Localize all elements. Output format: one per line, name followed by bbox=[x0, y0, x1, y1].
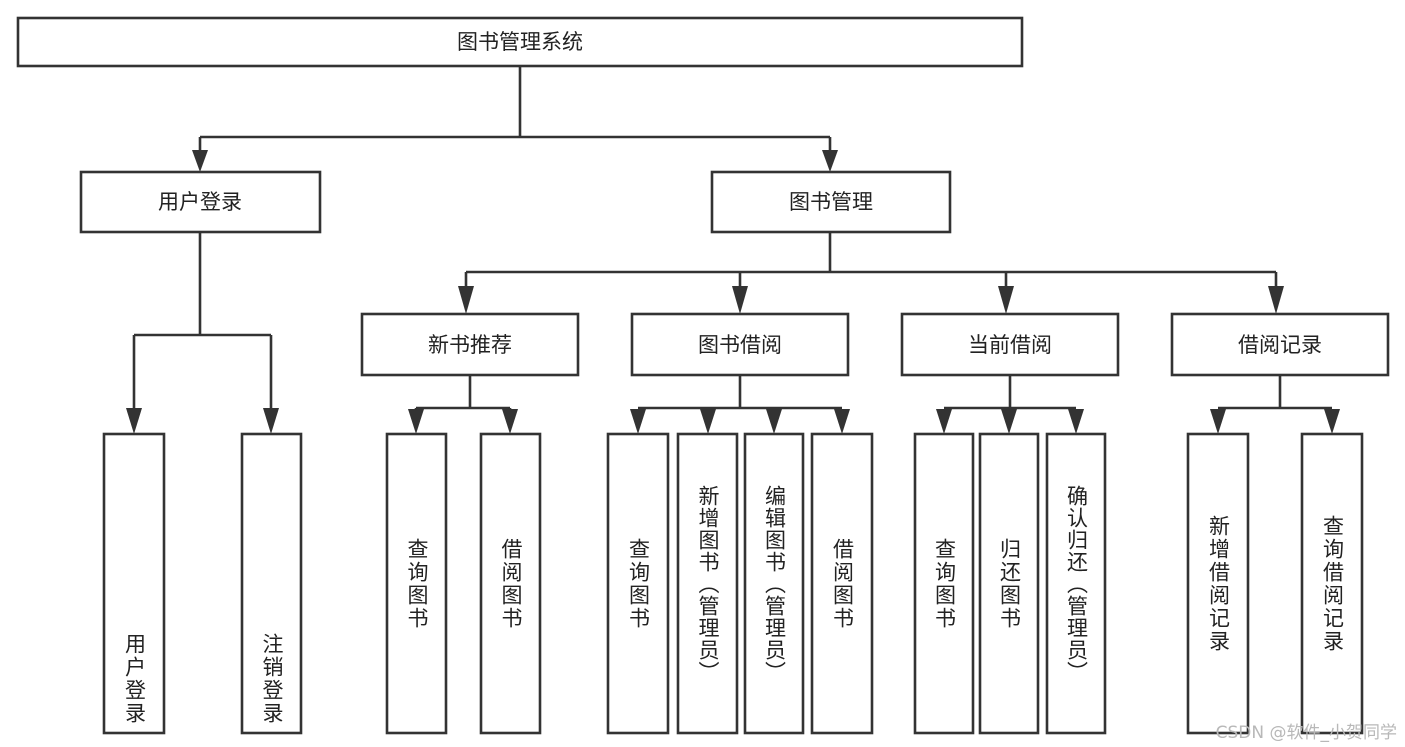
arrow-userlogin-to-leaf2 bbox=[263, 408, 279, 434]
node-book-borrow[interactable]: 图书借阅 bbox=[630, 312, 850, 377]
arrow-current-to-leaf1 bbox=[936, 409, 952, 434]
arrow-current-to-leaf2 bbox=[1001, 409, 1017, 434]
node-leaf-borrow-book-2-box[interactable] bbox=[810, 432, 874, 735]
arrow-userlogin-to-leaf1 bbox=[126, 408, 142, 434]
arrow-root-to-book-manage bbox=[822, 150, 838, 172]
node-borrow-record-box[interactable] bbox=[1170, 312, 1390, 377]
node-book-manage[interactable]: 图书管理 bbox=[710, 170, 952, 234]
node-current-borrow[interactable]: 当前借阅 bbox=[900, 312, 1120, 377]
node-borrow-record[interactable]: 借阅记录 bbox=[1170, 312, 1390, 377]
node-user-login[interactable]: 用户登录 bbox=[79, 170, 322, 234]
node-book-borrow-label: 图书借阅 bbox=[698, 333, 782, 357]
node-leaf-edit-book-box[interactable] bbox=[743, 432, 805, 735]
node-leaf-query-book-2-box[interactable] bbox=[606, 432, 670, 735]
node-borrow-record-label: 借阅记录 bbox=[1238, 333, 1322, 357]
node-leaf-add-book-box[interactable] bbox=[676, 432, 739, 735]
connector-layer bbox=[126, 66, 1340, 434]
node-current-borrow-box[interactable] bbox=[900, 312, 1120, 377]
arrow-bookmanage-to-borrow bbox=[732, 286, 748, 314]
node-new-book-recommend-box[interactable] bbox=[360, 312, 580, 377]
node-leaf-query-book-3-box[interactable] bbox=[913, 432, 975, 735]
node-leaf-user-login-box[interactable] bbox=[102, 432, 166, 735]
node-leaf-add-record-box[interactable] bbox=[1186, 432, 1250, 735]
node-book-borrow-box[interactable] bbox=[630, 312, 850, 377]
node-leaf-confirm-return-box[interactable] bbox=[1045, 432, 1107, 735]
node-layer: 图书管理系统 用户登录 图书管理 新书推荐 图书借阅 当前 bbox=[16, 16, 1390, 735]
node-root-box[interactable] bbox=[16, 16, 1024, 68]
node-current-borrow-label: 当前借阅 bbox=[968, 333, 1052, 357]
arrow-current-to-leaf3 bbox=[1068, 409, 1084, 434]
arrow-borrow-to-leaf3 bbox=[766, 409, 782, 434]
arrow-root-to-user-login bbox=[192, 150, 208, 172]
arrow-recommend-to-leaf2 bbox=[502, 409, 518, 434]
arrow-borrow-to-leaf1 bbox=[630, 409, 646, 434]
node-book-manage-box[interactable] bbox=[710, 170, 952, 234]
node-user-login-label: 用户登录 bbox=[158, 190, 242, 214]
node-leaf-return-book-box[interactable] bbox=[978, 432, 1040, 735]
node-new-book-recommend-label: 新书推荐 bbox=[428, 333, 512, 357]
node-book-manage-label: 图书管理 bbox=[789, 190, 873, 214]
arrow-bookmanage-to-record bbox=[1268, 286, 1284, 314]
node-leaf-query-book-1-box[interactable] bbox=[385, 432, 448, 735]
node-leaf-user-logout-box[interactable] bbox=[240, 432, 303, 735]
arrow-bookmanage-to-recommend bbox=[458, 286, 474, 314]
leaf-node-layer bbox=[102, 432, 1364, 735]
node-user-login-box[interactable] bbox=[79, 170, 322, 234]
arrow-borrow-to-leaf2 bbox=[700, 409, 716, 434]
node-root[interactable]: 图书管理系统 bbox=[16, 16, 1024, 68]
node-leaf-borrow-book-1-box[interactable] bbox=[479, 432, 542, 735]
arrow-bookmanage-to-current bbox=[998, 286, 1014, 314]
arrow-record-to-leaf2 bbox=[1324, 409, 1340, 434]
node-root-label: 图书管理系统 bbox=[457, 30, 583, 54]
arrow-record-to-leaf1 bbox=[1210, 409, 1226, 434]
node-new-book-recommend[interactable]: 新书推荐 bbox=[360, 312, 580, 377]
node-leaf-query-record-box[interactable] bbox=[1300, 432, 1364, 735]
arrow-recommend-to-leaf1 bbox=[408, 409, 424, 434]
arrow-borrow-to-leaf4 bbox=[834, 409, 850, 434]
